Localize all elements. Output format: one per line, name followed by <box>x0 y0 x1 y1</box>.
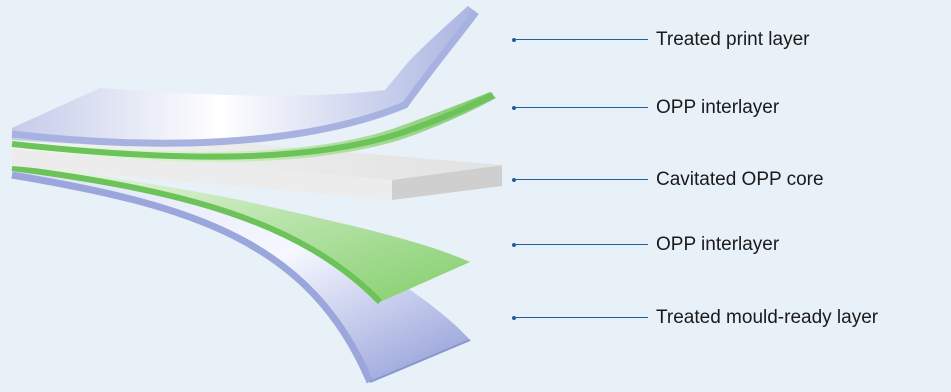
layer-label: OPP interlayer <box>656 235 779 255</box>
callout-line <box>516 317 648 318</box>
layer-label: Treated mould-ready layer <box>656 308 878 328</box>
callout-line <box>516 244 648 245</box>
callout-line <box>516 39 648 40</box>
layer-label: Cavitated OPP core <box>656 170 824 190</box>
callout-line <box>516 179 648 180</box>
callout-line <box>516 107 648 108</box>
layer-label: Treated print layer <box>656 30 809 50</box>
layer-label: OPP interlayer <box>656 98 779 118</box>
